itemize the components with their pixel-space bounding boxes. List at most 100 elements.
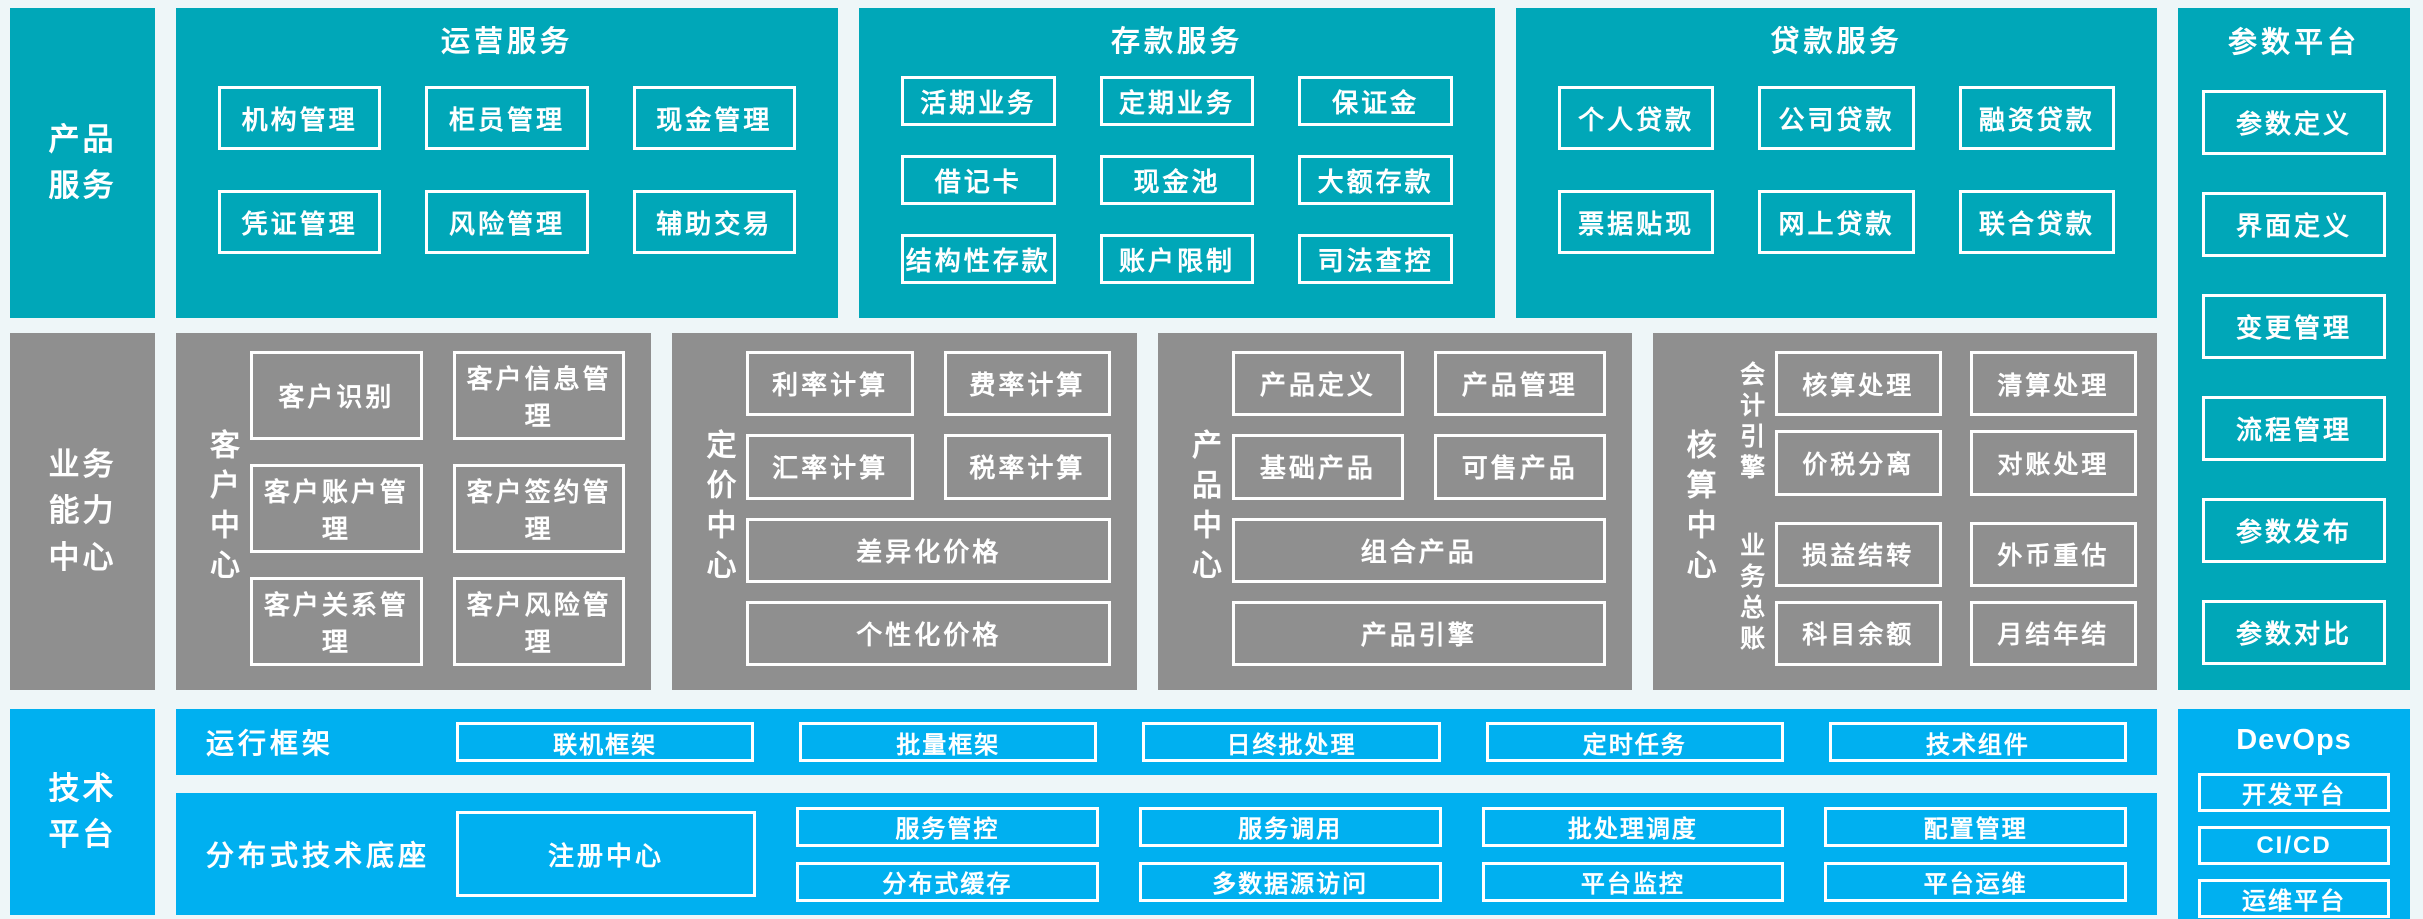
main-content: 运营服务 机构管理 柜员管理 现金管理 凭证管理 风险管理 辅助交易 存款服务 … — [176, 8, 2157, 919]
devops-item: CI/CD — [2198, 826, 2390, 865]
operations-item: 柜员管理 — [425, 86, 589, 150]
section-title: 运营服务 — [440, 26, 573, 58]
band-label-tech-platform: 技术 平台 — [10, 709, 155, 915]
customer-item: 客户签约管理 — [452, 464, 626, 553]
deposits-item: 现金池 — [1099, 155, 1255, 205]
product-item: 产品管理 — [1433, 351, 1606, 417]
customer-item: 客户关系管理 — [250, 577, 423, 666]
pricing-item-wide: 个性化价格 — [746, 600, 1111, 666]
accounting-group-engine: 会计引擎 核算处理 清算处理 价税分离 对账处理 — [1727, 351, 2137, 496]
accounting-item: 清算处理 — [1969, 351, 2137, 417]
deposits-item: 账户限制 — [1099, 234, 1255, 284]
accounting-center-label: 核算中心 — [1681, 428, 1715, 589]
accounting-item: 外币重估 — [1969, 521, 2137, 587]
distributed-item: 多数据源访问 — [1138, 861, 1442, 902]
loans-item: 公司贷款 — [1758, 86, 1915, 150]
accounting-groups: 会计引擎 核算处理 清算处理 价税分离 对账处理 业务总账 损益结转 外币重估 — [1727, 351, 2137, 666]
loans-grid: 个人贷款 公司贷款 融资贷款 票据贴现 网上贷款 联合贷款 — [1557, 86, 2115, 254]
pricing-item: 税率计算 — [943, 434, 1111, 500]
band-label-column: 产品 服务 业务 能力 中心 技术 平台 — [10, 8, 155, 919]
product-item: 产品定义 — [1231, 351, 1404, 417]
customer-item: 客户信息管理 — [452, 351, 626, 440]
pricing-item: 费率计算 — [943, 351, 1111, 417]
parameter-item: 参数对比 — [2202, 600, 2386, 665]
operations-item: 凭证管理 — [218, 190, 382, 254]
section-title: 存款服务 — [1110, 26, 1243, 58]
runtime-framework-boxes: 联机框架 批量框架 日终批处理 定时任务 技术组件 — [456, 722, 2128, 762]
parameter-item: 参数发布 — [2202, 498, 2386, 563]
loans-item: 票据贴现 — [1557, 190, 1715, 254]
section-title: 贷款服务 — [1770, 26, 1903, 58]
deposits-item: 借记卡 — [900, 155, 1056, 205]
accounting-item: 损益结转 — [1774, 521, 1942, 587]
deposits-item: 活期业务 — [900, 76, 1056, 126]
accounting-item: 核算处理 — [1774, 351, 1942, 417]
parameter-item: 变更管理 — [2202, 294, 2386, 359]
section-devops: DevOps 开发平台 CI/CD 运维平台 — [2178, 709, 2410, 919]
customer-item: 客户识别 — [250, 351, 423, 440]
row-distributed-base: 分布式技术底座 注册中心 服务管控 服务调用 批处理调度 配置管理 分布式缓存 … — [176, 793, 2157, 915]
accounting-item: 月结年结 — [1969, 600, 2137, 666]
distributed-item: 平台运维 — [1824, 861, 2127, 902]
runtime-item: 定时任务 — [1485, 722, 1784, 762]
distributed-item: 平台监控 — [1481, 861, 1785, 902]
customer-item: 客户风险管理 — [452, 577, 626, 666]
customer-item: 客户账户管理 — [250, 464, 423, 553]
accounting-engine-label: 会计引擎 — [1736, 361, 1765, 486]
deposits-item: 结构性存款 — [900, 234, 1056, 284]
distributed-item: 分布式缓存 — [796, 861, 1099, 902]
deposits-grid: 活期业务 定期业务 保证金 借记卡 现金池 大额存款 结构性存款 账户限制 司法… — [900, 76, 1453, 284]
product-center-grid: 产品定义 产品管理 基础产品 可售产品 组合产品 产品引擎 — [1231, 351, 1606, 666]
operations-item: 机构管理 — [218, 86, 382, 150]
deposits-item: 定期业务 — [1099, 76, 1255, 126]
accounting-item: 科目余额 — [1774, 600, 1942, 666]
loans-item: 融资贷款 — [1958, 86, 2115, 150]
accounting-group-ledger: 业务总账 损益结转 外币重估 科目余额 月结年结 — [1727, 521, 2137, 666]
product-item-wide: 产品引擎 — [1231, 600, 1606, 666]
business-ledger-grid: 损益结转 外币重估 科目余额 月结年结 — [1774, 521, 2137, 666]
product-item: 基础产品 — [1231, 434, 1404, 500]
deposits-item: 保证金 — [1298, 76, 1453, 126]
accounting-item: 对账处理 — [1969, 430, 2137, 496]
section-loan-services: 贷款服务 个人贷款 公司贷款 融资贷款 票据贴现 网上贷款 联合贷款 — [1515, 8, 2157, 318]
parameter-platform-title: 参数平台 — [2227, 27, 2360, 59]
distributed-item: 批处理调度 — [1481, 806, 1785, 847]
accounting-item: 价税分离 — [1774, 430, 1942, 496]
devops-item: 开发平台 — [2198, 773, 2390, 812]
loans-item: 网上贷款 — [1758, 190, 1915, 254]
loans-item: 个人贷款 — [1557, 86, 1715, 150]
distributed-item: 服务调用 — [1138, 806, 1442, 847]
distributed-item: 服务管控 — [796, 806, 1099, 847]
section-product-center: 产品中心 产品定义 产品管理 基础产品 可售产品 组合产品 产品引擎 — [1157, 333, 1632, 690]
loans-item: 联合贷款 — [1958, 190, 2115, 254]
distributed-item: 配置管理 — [1824, 806, 2127, 847]
pricing-item: 汇率计算 — [746, 434, 914, 500]
band-product-services: 运营服务 机构管理 柜员管理 现金管理 凭证管理 风险管理 辅助交易 存款服务 … — [176, 8, 2157, 318]
section-pricing-center: 定价中心 利率计算 费率计算 汇率计算 税率计算 差异化价格 个性化价格 — [672, 333, 1137, 690]
product-item-wide: 组合产品 — [1231, 517, 1606, 583]
runtime-framework-label: 运行框架 — [206, 728, 335, 759]
product-center-label: 产品中心 — [1186, 428, 1220, 589]
distributed-base-label: 分布式技术底座 — [206, 840, 431, 871]
accounting-engine-grid: 核算处理 清算处理 价税分离 对账处理 — [1774, 351, 2137, 496]
pricing-item-wide: 差异化价格 — [746, 517, 1111, 583]
runtime-item: 技术组件 — [1828, 722, 2128, 762]
operations-grid: 机构管理 柜员管理 现金管理 凭证管理 风险管理 辅助交易 — [218, 86, 796, 254]
operations-item: 现金管理 — [632, 86, 796, 150]
parameter-item: 界面定义 — [2202, 192, 2386, 257]
parameter-item: 流程管理 — [2202, 396, 2386, 461]
business-ledger-label: 业务总账 — [1736, 531, 1765, 656]
runtime-item: 日终批处理 — [1142, 722, 1441, 762]
parameter-platform-boxes: 参数定义 界面定义 变更管理 流程管理 参数发布 参数对比 — [2202, 90, 2386, 665]
pricing-item: 利率计算 — [746, 351, 914, 417]
operations-item: 辅助交易 — [632, 190, 796, 254]
pricing-center-label: 定价中心 — [701, 428, 735, 589]
devops-title: DevOps — [2236, 724, 2352, 756]
section-customer-center: 客户中心 客户识别 客户信息管理 客户账户管理 客户签约管理 客户关系管理 客户… — [176, 333, 652, 690]
operations-item: 风险管理 — [425, 190, 589, 254]
pricing-center-grid: 利率计算 费率计算 汇率计算 税率计算 差异化价格 个性化价格 — [746, 351, 1111, 666]
distributed-base-grid: 服务管控 服务调用 批处理调度 配置管理 分布式缓存 多数据源访问 平台监控 平… — [796, 806, 2127, 902]
deposits-item: 大额存款 — [1298, 155, 1453, 205]
devops-boxes: 开发平台 CI/CD 运维平台 — [2198, 773, 2390, 918]
